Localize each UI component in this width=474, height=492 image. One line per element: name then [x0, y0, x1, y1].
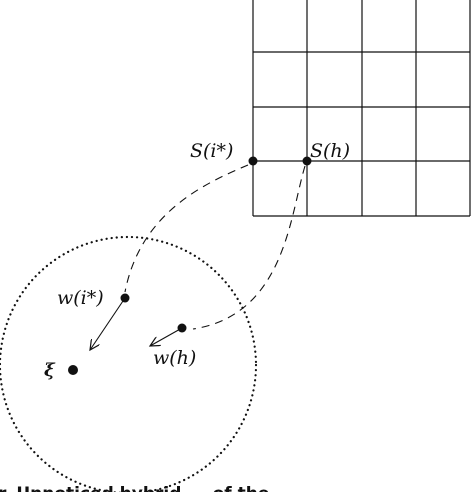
winner-weight-label: w(i*)	[57, 287, 104, 309]
winner-update-arrow	[90, 297, 126, 350]
input-space-circle	[0, 235, 258, 492]
neuron-grid	[252, 0, 471, 217]
winner-link-curve	[124, 164, 249, 293]
neighbor-node-dot	[302, 156, 312, 166]
neighbor-link-curve	[192, 165, 306, 330]
input-vector-dot	[68, 365, 78, 375]
neighbor-update-arrow	[150, 327, 183, 346]
neighbor-node-label: S(h)	[310, 140, 350, 162]
caption-text: r. Unnoticed hybrid ... of the ...	[0, 484, 295, 492]
input-vector-label: ξ	[44, 360, 56, 381]
winner-node-label: S(i*)	[190, 140, 233, 162]
neighbor-weight-label: w(h)	[153, 347, 196, 369]
winner-node-dot	[248, 156, 258, 166]
